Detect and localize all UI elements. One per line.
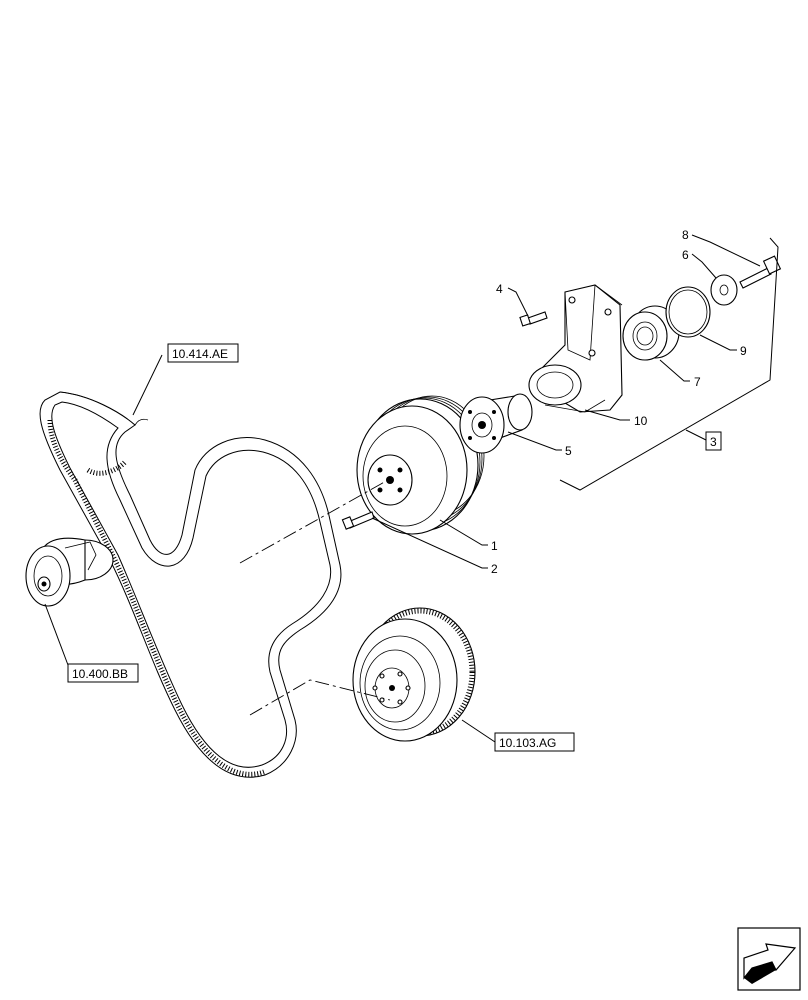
washer xyxy=(710,274,738,306)
centerlines xyxy=(239,479,391,716)
next-page-arrow-icon[interactable] xyxy=(737,927,801,991)
center-bolt xyxy=(739,255,782,289)
callout-2: 2 xyxy=(491,562,498,576)
pulley-hub xyxy=(459,393,533,454)
callout-1: 1 xyxy=(491,539,498,553)
callout-10: 10 xyxy=(634,414,648,428)
water-pump xyxy=(25,537,114,607)
reference-damper-label: 10.103.AG xyxy=(499,736,556,750)
callout-3-box: 3 xyxy=(705,431,722,451)
callout-9: 9 xyxy=(740,344,747,358)
callout-5: 5 xyxy=(565,444,572,458)
callout-4: 4 xyxy=(496,282,503,296)
reference-pump[interactable]: 10.400.BB xyxy=(67,663,139,683)
bracket-bolt xyxy=(519,311,548,327)
reference-belt-label: 10.414.AE xyxy=(172,347,228,361)
reference-pump-label: 10.400.BB xyxy=(72,667,128,681)
snap-ring xyxy=(665,286,711,338)
callout-7: 7 xyxy=(694,375,701,389)
callout-8: 8 xyxy=(682,228,689,242)
reference-belt[interactable]: 10.414.AE xyxy=(167,343,239,363)
fan-pulley xyxy=(356,395,485,535)
callout-6: 6 xyxy=(682,248,689,262)
leader-lines xyxy=(44,234,779,743)
pulley-bracket xyxy=(528,284,623,413)
crankshaft-damper xyxy=(352,607,476,742)
reference-damper[interactable]: 10.103.AG xyxy=(494,732,575,752)
drive-belt xyxy=(39,391,342,778)
pulley-bolt xyxy=(341,511,375,530)
callout-numbers: 1 2 4 5 6 7 8 9 10 xyxy=(491,228,747,576)
callout-3: 3 xyxy=(710,435,717,449)
